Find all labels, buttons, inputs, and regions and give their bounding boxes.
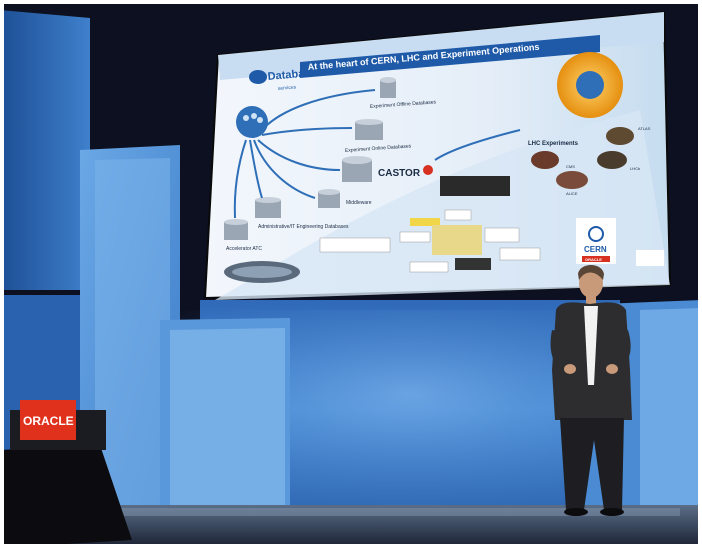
slide-screenshot-7 bbox=[409, 261, 449, 273]
db-castor bbox=[342, 156, 372, 182]
label-exp-cms: CMS bbox=[566, 164, 575, 169]
center-left-panel-face bbox=[170, 328, 285, 510]
slide-screenshot-3 bbox=[432, 225, 482, 255]
database-logo-icon bbox=[249, 70, 267, 84]
cern-logo-icon bbox=[588, 226, 604, 242]
label-exp-atlas: ATLAS bbox=[638, 126, 651, 131]
slide-brand: Database bbox=[267, 67, 317, 83]
label-oracle-small: ORACLE bbox=[585, 257, 602, 262]
oracle-logo-badge bbox=[20, 400, 76, 440]
db-admin bbox=[255, 197, 281, 218]
speaker-right-arm bbox=[608, 330, 631, 372]
label-accelerator: Accelerator ATC bbox=[226, 246, 262, 252]
slide-screenshot-4 bbox=[399, 231, 431, 243]
label-admin-db: Administrative/IT Engineering Databases bbox=[258, 224, 349, 230]
podium-body bbox=[0, 445, 132, 548]
slide-arrows bbox=[233, 89, 521, 219]
db-offline bbox=[380, 77, 396, 98]
label-cern: CERN bbox=[584, 245, 607, 254]
left-panel-top bbox=[0, 10, 90, 290]
label-lhc-experiments: LHC Experiments bbox=[528, 141, 579, 147]
slide-screenshot-9 bbox=[319, 237, 391, 253]
slide-screenshot-8 bbox=[455, 258, 491, 270]
user-head-icon bbox=[257, 117, 263, 123]
user-head-icon bbox=[251, 113, 257, 119]
accelerator-ring-inner-icon bbox=[232, 266, 292, 278]
floor-reflection bbox=[120, 508, 680, 516]
experiment-photo-2 bbox=[531, 151, 559, 169]
speaker-left-arm bbox=[550, 330, 574, 372]
castor-logo-icon bbox=[423, 165, 433, 175]
label-offline-db: Experiment Offline Databases bbox=[370, 99, 437, 110]
label-exp-alice: ALICE bbox=[566, 191, 578, 196]
slide-screenshot-1 bbox=[410, 218, 440, 226]
label-castor: CASTOR bbox=[378, 168, 421, 179]
right-panel-face bbox=[640, 308, 702, 515]
experiment-photo-4 bbox=[556, 171, 588, 189]
users-group-icon bbox=[236, 106, 268, 138]
speaker-trousers bbox=[560, 418, 624, 510]
label-middleware: Middleware bbox=[346, 200, 372, 206]
speaker-hair bbox=[578, 265, 604, 280]
cern-oracle-badge bbox=[582, 256, 610, 262]
slide-screenshot-5 bbox=[484, 227, 520, 243]
slide-title-bar bbox=[300, 35, 600, 78]
label-exp-lhcb: LHCb bbox=[630, 166, 641, 171]
speaker-left-shoe bbox=[564, 508, 588, 516]
left-tall-panel-highlight bbox=[95, 158, 170, 515]
speaker-right-shoe bbox=[600, 508, 624, 516]
speaker-head bbox=[579, 268, 603, 298]
speaker-neck bbox=[586, 296, 596, 304]
speaker-right-hand bbox=[606, 364, 618, 374]
globe-center-icon bbox=[576, 71, 604, 99]
db-accelerator bbox=[224, 219, 248, 240]
slide-brand-sub: services bbox=[278, 84, 297, 92]
experiment-photo-1 bbox=[606, 127, 634, 145]
experiment-photo-3 bbox=[597, 151, 627, 169]
db-online bbox=[355, 119, 383, 140]
db-middleware bbox=[318, 189, 340, 208]
label-online-db: Experiment Online Databases bbox=[345, 143, 412, 154]
podium-oracle-logo: ORACLE bbox=[23, 414, 74, 428]
cern-partner-logo bbox=[636, 250, 664, 266]
slide-screenshot-2 bbox=[444, 209, 472, 221]
speaker bbox=[550, 265, 632, 516]
speaker-shirt bbox=[584, 306, 598, 385]
slide-screenshot-6 bbox=[499, 247, 541, 261]
podium: ORACLE bbox=[0, 400, 132, 548]
speaker-left-hand bbox=[564, 364, 576, 374]
user-head-icon bbox=[243, 115, 249, 121]
slide-screenshot-dark bbox=[440, 176, 510, 196]
